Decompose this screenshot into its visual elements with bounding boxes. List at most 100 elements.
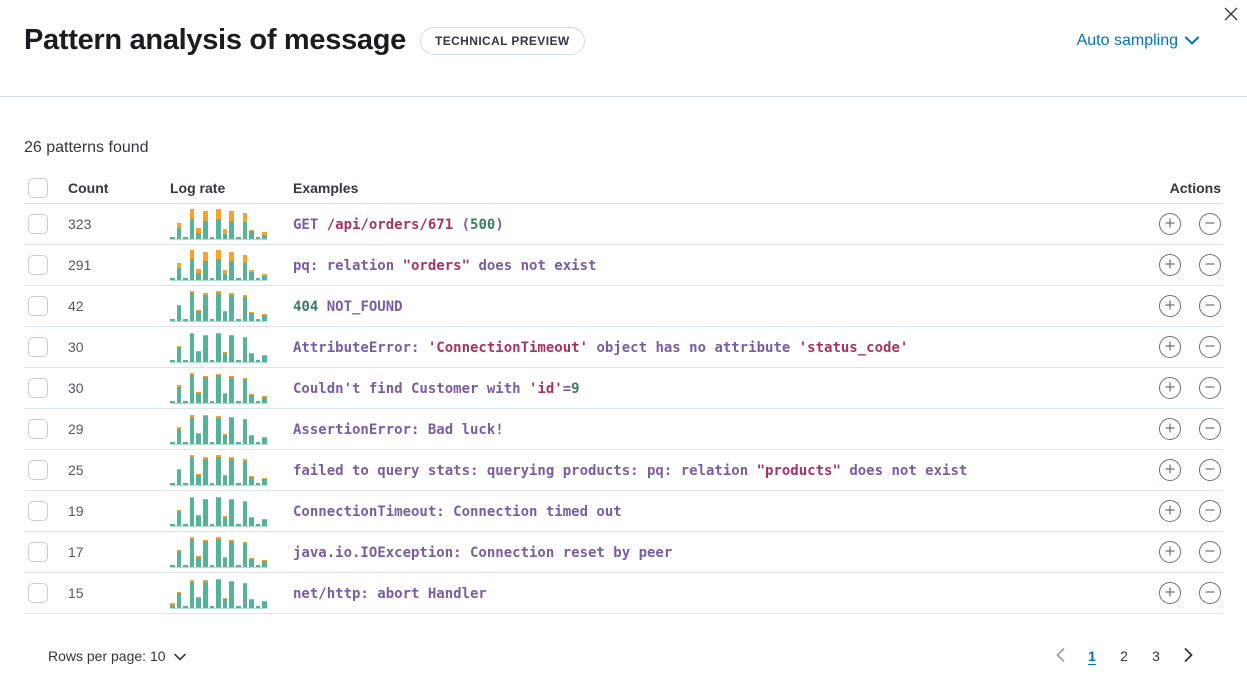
filter-in-pattern-button[interactable] xyxy=(1159,500,1181,522)
sparkline-bar xyxy=(242,500,248,526)
row-checkbox[interactable] xyxy=(28,214,48,234)
minus-in-circle-icon xyxy=(1204,216,1216,232)
sparkline-bar xyxy=(196,555,201,567)
sparkline-bar xyxy=(209,564,215,567)
sparkline-bar xyxy=(216,290,221,321)
sparkline-bar xyxy=(202,414,208,444)
sparkline-bar xyxy=(242,212,248,239)
table-header-row: Count Log rate Examples Actions xyxy=(24,173,1223,204)
example-text: AttributeError: 'ConnectionTimeout' obje… xyxy=(293,339,909,356)
example-text: AssertionError: Bad luck! xyxy=(293,421,504,438)
close-button[interactable] xyxy=(1221,6,1241,26)
sparkline-bar xyxy=(242,294,248,321)
table-body: 323 GET /api/orders/671 (500) 291 xyxy=(24,204,1223,614)
pagination-page-1[interactable]: 1 xyxy=(1088,648,1096,664)
filter-in-pattern-button[interactable] xyxy=(1159,418,1181,440)
row-checkbox[interactable] xyxy=(28,501,48,521)
sparkline-bar xyxy=(222,351,228,362)
filter-in-pattern-button[interactable] xyxy=(1159,254,1181,276)
sparkline-bar xyxy=(235,400,241,403)
table-row: 42 404 NOT_FOUND xyxy=(24,286,1223,327)
filter-in-pattern-button[interactable] xyxy=(1159,459,1181,481)
filter-in-pattern-button[interactable] xyxy=(1159,295,1181,317)
sparkline-bar xyxy=(209,318,215,321)
filter-in-pattern-button[interactable] xyxy=(1159,336,1181,358)
plus-in-circle-icon xyxy=(1164,298,1176,314)
filter-in-pattern-button[interactable] xyxy=(1159,582,1181,604)
sparkline-bar xyxy=(202,251,208,280)
sparkline-bar xyxy=(229,210,234,239)
row-checkbox[interactable] xyxy=(28,255,48,275)
row-checkbox[interactable] xyxy=(28,542,48,562)
column-header-actions: Actions xyxy=(1169,180,1221,196)
rows-per-page-label: Rows per page: 10 xyxy=(48,648,166,664)
sparkline-bar xyxy=(222,556,228,567)
sparkline-bar xyxy=(235,482,241,485)
filter-out-pattern-button[interactable] xyxy=(1199,418,1221,440)
next-page-button[interactable] xyxy=(1177,644,1199,668)
filter-out-pattern-button[interactable] xyxy=(1199,254,1221,276)
filter-out-pattern-button[interactable] xyxy=(1199,336,1221,358)
filter-out-pattern-button[interactable] xyxy=(1199,582,1221,604)
filter-out-pattern-button[interactable] xyxy=(1199,500,1221,522)
sparkline-bar xyxy=(196,309,201,321)
rows-per-page-selector[interactable]: Rows per page: 10 xyxy=(48,648,186,664)
plus-in-circle-icon xyxy=(1164,257,1176,273)
filter-in-pattern-button[interactable] xyxy=(1159,541,1181,563)
sparkline-bar xyxy=(170,400,175,403)
select-all-checkbox[interactable] xyxy=(28,178,48,198)
filter-out-pattern-button[interactable] xyxy=(1199,295,1221,317)
pagination-page-2[interactable]: 2 xyxy=(1120,648,1128,664)
log-rate-sparkline xyxy=(170,249,267,281)
row-checkbox[interactable] xyxy=(28,419,48,439)
sparkline-bar xyxy=(249,393,254,403)
filter-out-pattern-button[interactable] xyxy=(1199,459,1221,481)
sparkline-bar xyxy=(262,518,267,526)
log-rate-sparkline xyxy=(170,414,267,445)
sparkline-bar xyxy=(242,458,248,485)
minus-in-circle-icon xyxy=(1204,503,1216,519)
sparkline-bar xyxy=(216,415,221,444)
example-text: GET /api/orders/671 (500) xyxy=(293,216,504,233)
example-text: net/http: abort Handler xyxy=(293,585,487,602)
sparkline-bar xyxy=(202,334,208,362)
pagination-page-3[interactable]: 3 xyxy=(1152,648,1160,664)
row-checkbox[interactable] xyxy=(28,296,48,316)
filter-out-pattern-button[interactable] xyxy=(1199,377,1221,399)
previous-page-button[interactable] xyxy=(1049,644,1071,668)
sparkline-bar xyxy=(235,236,241,239)
sparkline-bar xyxy=(255,236,261,239)
filter-out-pattern-button[interactable] xyxy=(1199,541,1221,563)
example-text: failed to query stats: querying products… xyxy=(293,462,968,479)
sparkline-bar xyxy=(262,231,267,239)
sparkline-bar xyxy=(235,359,241,362)
sparkline-bar xyxy=(222,597,228,608)
plus-in-circle-icon xyxy=(1164,585,1176,601)
row-checkbox[interactable] xyxy=(28,460,48,480)
sparkline-bar xyxy=(216,249,221,280)
sparkline-bar xyxy=(170,602,175,608)
chevron-left-icon xyxy=(1055,647,1065,665)
sparkline-bar xyxy=(229,334,234,362)
sparkline-bar xyxy=(216,454,221,485)
minus-in-circle-icon xyxy=(1204,462,1216,478)
row-checkbox[interactable] xyxy=(28,337,48,357)
sparkline-bar xyxy=(183,441,188,444)
sparkline-bar xyxy=(249,557,254,567)
row-checkbox[interactable] xyxy=(28,378,48,398)
sparkline-bar xyxy=(196,350,201,362)
filter-out-pattern-button[interactable] xyxy=(1199,213,1221,235)
filter-in-pattern-button[interactable] xyxy=(1159,213,1181,235)
sparkline-bar xyxy=(196,596,201,608)
sampling-dropdown[interactable]: Auto sampling xyxy=(1077,32,1199,50)
sparkline-bar xyxy=(176,304,182,321)
sparkline-bar xyxy=(229,251,234,280)
row-checkbox[interactable] xyxy=(28,583,48,603)
patterns-found-summary: 26 patterns found xyxy=(24,139,149,156)
sparkline-bar xyxy=(183,318,188,321)
sparkline-bar xyxy=(176,384,182,403)
sampling-label: Auto sampling xyxy=(1076,32,1178,49)
sparkline-bar xyxy=(262,559,267,567)
sparkline-bar xyxy=(242,582,248,608)
filter-in-pattern-button[interactable] xyxy=(1159,377,1181,399)
